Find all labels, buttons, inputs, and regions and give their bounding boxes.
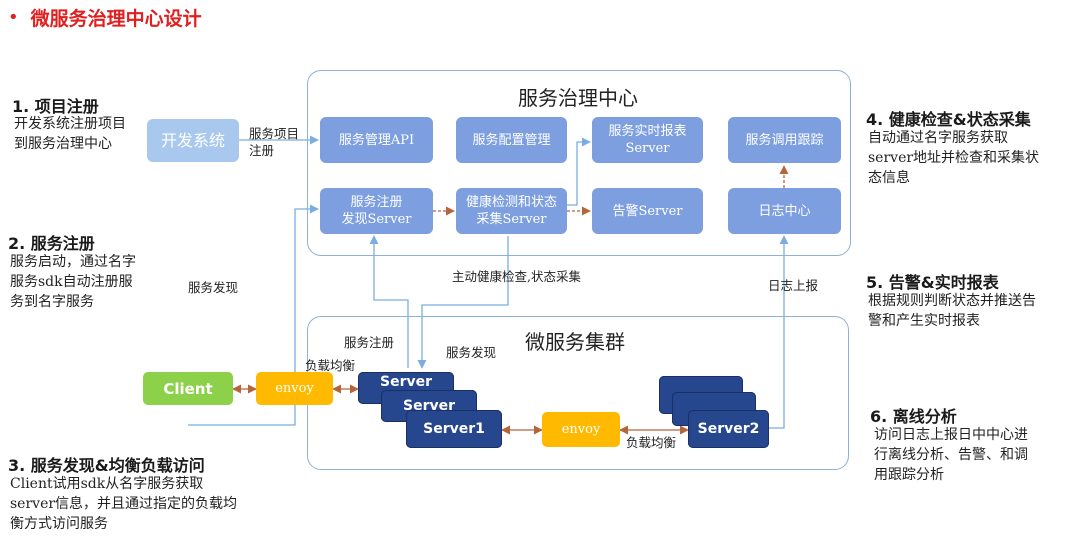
- section-4-line: 自动通过名字服务获取: [868, 130, 1008, 146]
- section-1-line: 到服务治理中心: [14, 136, 112, 152]
- envoy-mid-box[interactable]: envoy: [542, 412, 620, 447]
- section-3-line: server信息，并且通过指定的负载均: [10, 496, 238, 512]
- section-6-line: 行离线分析、告警、和调: [874, 447, 1028, 463]
- section-3-line: Client试用sdk从名字服务获取: [10, 476, 204, 492]
- section-5-heading: 5. 告警&实时报表: [866, 273, 999, 292]
- section-3-heading: 3. 服务发现&均衡负载访问: [8, 456, 205, 475]
- label-service-discovery-left: 服务发现: [188, 280, 239, 295]
- page-title: 微服务治理中心设计: [30, 7, 202, 30]
- arrow-discovery-to-registry: [188, 204, 319, 426]
- realtime-report-line: 服务实时报表: [608, 124, 687, 139]
- arrow-health-to-servers: [417, 236, 509, 369]
- label-service-register: 服务注册: [344, 335, 395, 350]
- section-2-line: 务到名字服务: [10, 294, 94, 310]
- server1-box[interactable]: Server1: [406, 410, 502, 448]
- section-5-line: 根据规则判断状态并推送告: [868, 293, 1036, 309]
- realtime-report-box[interactable]: 服务实时报表 Server: [592, 117, 703, 163]
- arrow-register-to-registry: [369, 235, 409, 368]
- section-2-line: 服务启动，通过名字: [10, 254, 136, 270]
- label-load-balance-top: 负载均衡: [305, 358, 356, 373]
- section-6-heading: 6. 离线分析: [870, 407, 957, 426]
- label-project-register: 服务项目 注册: [249, 125, 299, 159]
- section-5-body: 根据规则判断状态并推送告 警和产生实时报表: [868, 291, 1036, 331]
- service-config-box[interactable]: 服务配置管理: [456, 117, 567, 163]
- section-3-body: Client试用sdk从名字服务获取 server信息，并且通过指定的负载均 衡…: [10, 474, 237, 534]
- health-line: 健康检测和状态: [465, 195, 557, 210]
- label-active-health-check: 主动健康检查,状态采集: [452, 269, 581, 284]
- client-box[interactable]: Client: [143, 372, 233, 405]
- arrow-health-to-report: [567, 137, 591, 206]
- label-project-register-line: 注册: [249, 143, 275, 158]
- section-1-heading: 1. 项目注册: [12, 97, 99, 116]
- section-4-line: 态信息: [868, 170, 910, 186]
- arrow-server2-to-log: [769, 235, 789, 429]
- title-bullet: •: [8, 6, 19, 28]
- section-6-body: 访问日志上报日中中心进 行离线分析、告警、和调 用跟踪分析: [874, 425, 1028, 485]
- realtime-report-line: Server: [625, 141, 670, 156]
- server2-box[interactable]: Server2: [688, 410, 769, 448]
- label-load-balance-bottom: 负载均衡: [626, 435, 677, 450]
- governance-center-title: 服务治理中心: [518, 86, 638, 110]
- section-3-line: 衡方式访问服务: [10, 516, 108, 532]
- section-6-line: 用跟踪分析: [874, 467, 944, 483]
- section-2-line: 服务sdk自动注册服: [10, 274, 133, 290]
- call-trace-box[interactable]: 服务调用跟踪: [728, 117, 841, 163]
- section-4-heading: 4. 健康检查&状态采集: [866, 110, 1031, 129]
- section-2-body: 服务启动，通过名字 服务sdk自动注册服 务到名字服务: [10, 252, 136, 312]
- registry-line: 服务注册: [350, 195, 403, 210]
- label-log-report: 日志上报: [768, 278, 819, 293]
- service-mgmt-api-box[interactable]: 服务管理API: [320, 117, 433, 163]
- label-project-register-line: 服务项目: [249, 126, 300, 141]
- registry-line: 发现Server: [341, 212, 412, 227]
- cluster-title: 微服务集群: [525, 330, 625, 354]
- alarm-server-box[interactable]: 告警Server: [592, 188, 703, 234]
- health-server-box[interactable]: 健康检测和状态 采集Server: [456, 188, 567, 234]
- dev-system-box[interactable]: 开发系统: [147, 119, 239, 162]
- section-5-line: 警和产生实时报表: [868, 313, 980, 329]
- log-center-box[interactable]: 日志中心: [728, 188, 841, 234]
- title-row: • 微服务治理中心设计: [8, 4, 202, 30]
- section-1-body: 开发系统注册项目 到服务治理中心: [14, 114, 126, 154]
- label-service-discovery-mid: 服务发现: [446, 345, 497, 360]
- section-6-line: 访问日志上报日中中心进: [874, 427, 1028, 443]
- envoy-left-box[interactable]: envoy: [256, 372, 333, 405]
- section-1-line: 开发系统注册项目: [14, 116, 126, 132]
- section-4-body: 自动通过名字服务获取 server地址并检查和采集状 态信息: [868, 128, 1039, 188]
- section-4-line: server地址并检查和采集状: [868, 150, 1040, 166]
- registry-server-box[interactable]: 服务注册 发现Server: [320, 188, 433, 234]
- health-line: 采集Server: [476, 212, 547, 227]
- section-2-heading: 2. 服务注册: [8, 234, 95, 253]
- envoy-mid-label: envoy: [561, 422, 601, 437]
